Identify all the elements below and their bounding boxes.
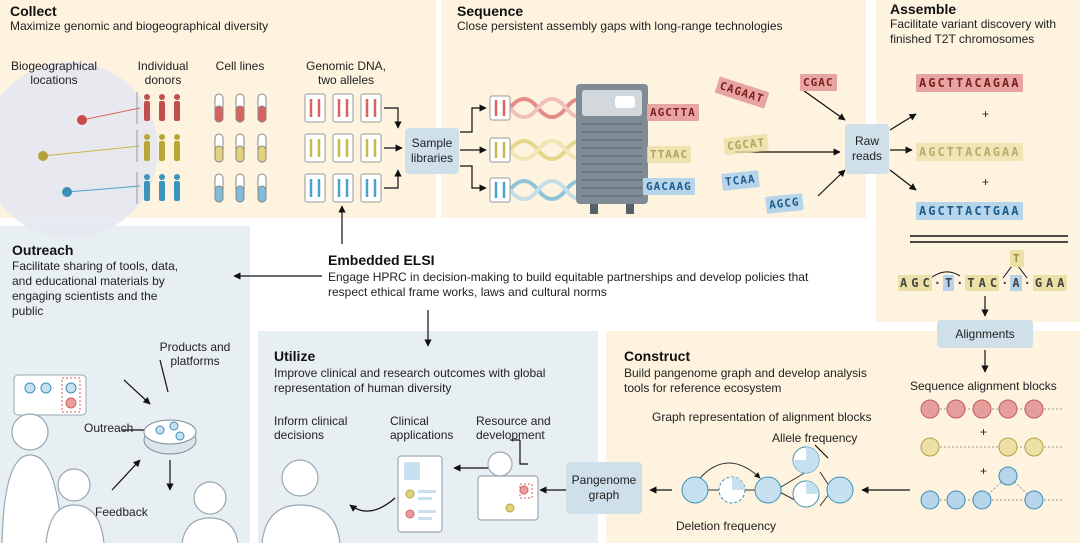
alignments-box: Alignments <box>937 320 1033 348</box>
construct-subtitle: Build pangenome graph and develop analys… <box>624 366 867 395</box>
location-dot-red <box>77 115 87 125</box>
products-label: Products and platforms <box>159 340 231 368</box>
pangenome-graph-box: Pangenome graph <box>566 462 642 514</box>
location-dot-blue <box>62 187 72 197</box>
collect-title: Collect <box>10 3 57 19</box>
read-5: CGAC <box>800 74 837 91</box>
assemble-title: Assemble <box>890 1 957 17</box>
plus-3: + <box>980 425 988 439</box>
construct-panel <box>606 331 1080 543</box>
utilize-title: Utilize <box>274 348 316 364</box>
elsi-title: Embedded ELSI <box>328 252 435 268</box>
assembled-seq-3: AGCTTACTGAA <box>916 202 1024 220</box>
plus-4: + <box>980 464 988 478</box>
assembled-seq-2: AGCTTACAGAA <box>916 143 1024 161</box>
assemble-subtitle: Facilitate variant discovery with finish… <box>890 17 1057 46</box>
elsi-text: Engage HPRC in decision-making to build … <box>328 270 809 299</box>
outreach-title: Outreach <box>12 242 74 258</box>
allele-frequency-label: Allele frequency <box>772 431 858 445</box>
outreach-loop-label: Outreach <box>84 421 134 435</box>
clinical-applications-label: Clinical applications <box>390 414 454 442</box>
label-donors: Individual donors <box>137 59 189 87</box>
read-3: GACAAG <box>643 178 695 195</box>
location-dot-yellow <box>38 151 48 161</box>
sequence-alignment-blocks-label: Sequence alignment blocks <box>910 379 1057 393</box>
label-biogeographical: Biogeographical locations <box>10 59 98 87</box>
cell-line-tubes <box>214 93 267 203</box>
graph-representation-label: Graph representation of alignment blocks <box>652 410 872 424</box>
sequence-subtitle: Close persistent assembly gaps with long… <box>457 19 783 33</box>
read-2: TTAAC <box>647 146 692 163</box>
assemble-panel <box>876 0 1080 322</box>
plus-1: + <box>982 107 990 121</box>
donor-icons <box>136 92 180 204</box>
collect-subtitle: Maximize genomic and biogeographical div… <box>10 19 269 33</box>
sequence-title: Sequence <box>457 3 524 19</box>
sample-libraries-box: Sample libraries <box>405 128 459 174</box>
genomic-dna-icons <box>304 93 382 203</box>
utilize-illustration <box>261 451 539 543</box>
sequencer-machine <box>576 84 648 214</box>
deletion-frequency-label: Deletion frequency <box>676 519 777 533</box>
resource-development-label: Resource and development <box>476 414 551 442</box>
pangenome-graph-nodes <box>681 446 854 508</box>
raw-reads-box: Raw reads <box>845 124 889 174</box>
utilize-subtitle: Improve clinical and research outcomes w… <box>274 366 546 395</box>
label-genomic-dna: Genomic DNA, two alleles <box>305 59 387 87</box>
plus-2: + <box>982 175 990 189</box>
clinical-app-card <box>404 462 533 520</box>
inform-clinical-label: Inform clinical decisions <box>274 414 348 442</box>
outreach-illustration <box>1 374 239 543</box>
feedback-label: Feedback <box>95 505 148 519</box>
outreach-subtitle: Facilitate sharing of tools, data, and e… <box>12 259 179 318</box>
variant-insert: T <box>1010 250 1024 267</box>
construct-title: Construct <box>624 348 691 364</box>
label-cell-lines: Cell lines <box>215 59 265 73</box>
assembled-seq-1: AGCTTACAGAA <box>916 74 1024 92</box>
globe-icon <box>0 62 158 238</box>
read-1: AGCTTA <box>647 104 699 121</box>
sequence-alignment-blocks <box>920 399 1062 510</box>
